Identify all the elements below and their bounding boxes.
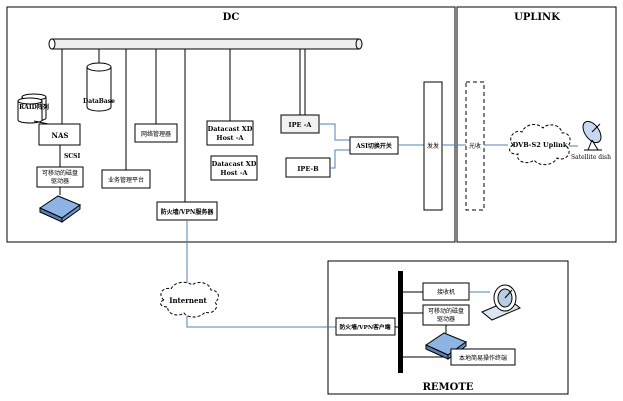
removable-disk-icon-dc [38,195,82,223]
receive-box [465,81,485,211]
datacast-host-a1-label-1: Datacast XD [208,125,253,133]
backbone-bus [48,38,363,50]
raid-array [17,93,47,124]
firewall-vpn-client-label: 防火墙/VPN客户端 [339,323,390,331]
scsi-label: SCSI [64,153,80,160]
nas-label: NAS [52,131,69,140]
uplink-region-label: UPLINK [514,12,560,23]
internet-label: Internent [169,296,207,305]
satellite-dish-icon [582,120,602,151]
datacast-host-a2-label-2: Host -A [220,169,248,177]
ipe-a-label: IPE -A [289,121,313,129]
removable-drive-remote-label-1: 可移动的磁盘 [428,307,464,315]
transmit-box [423,81,443,211]
bus-drop-lines [61,49,306,202]
transmit-label: 发发 [427,142,439,150]
remote-region-label: REMOTE [423,382,474,393]
network-manager-label: 网络管理器 [141,130,171,138]
dc-region-label: DC [223,12,240,23]
internet-links [186,220,336,328]
local-ops-terminal-box [450,348,516,366]
asi-switch-label: ASI切换开关 [355,142,392,150]
dvb-s2-uplink-label: DVB-S2 Uplink [513,141,568,149]
removable-drive-dc-label-2: 驱动器 [51,178,69,185]
business-platform-label: 业务管理平台 [108,176,144,184]
firewall-vpn-server-label: 防火墙/VPN服务器 [161,208,215,216]
removable-disk-icon-remote [424,332,468,360]
internet-cloud [160,281,219,318]
dvb-s2-uplink-cloud [509,124,571,166]
network-manager-box [134,123,178,143]
raid-label: RAID阵列 [19,103,49,111]
remote-satellite-dish-icon [481,284,521,321]
receiver-label: 接收机 [437,288,455,296]
ipe-to-asi-links [319,123,350,169]
datacast-host-a2-label-1: Datacast XD [212,160,257,168]
local-ops-terminal-label: 本地简易操作终端 [459,354,507,362]
ipe-b-label: IPE-B [297,165,319,173]
datacast-host-a2-box [210,155,258,181]
datacast-host-a1-label-2: Host -A [216,134,244,142]
removable-drive-dc-label-1: 可移动的磁盘 [42,169,78,177]
datacast-host-a1-box [206,120,254,146]
database-label: DataBase [83,98,115,105]
removable-drive-remote-label-2: 驱动器 [437,316,455,323]
satellite-dish-label: Satellite dish [571,154,611,161]
business-platform-box [101,169,151,189]
database-cylinder [86,62,112,112]
receive-label: 光收 [469,142,481,150]
remote-bus [398,271,403,373]
